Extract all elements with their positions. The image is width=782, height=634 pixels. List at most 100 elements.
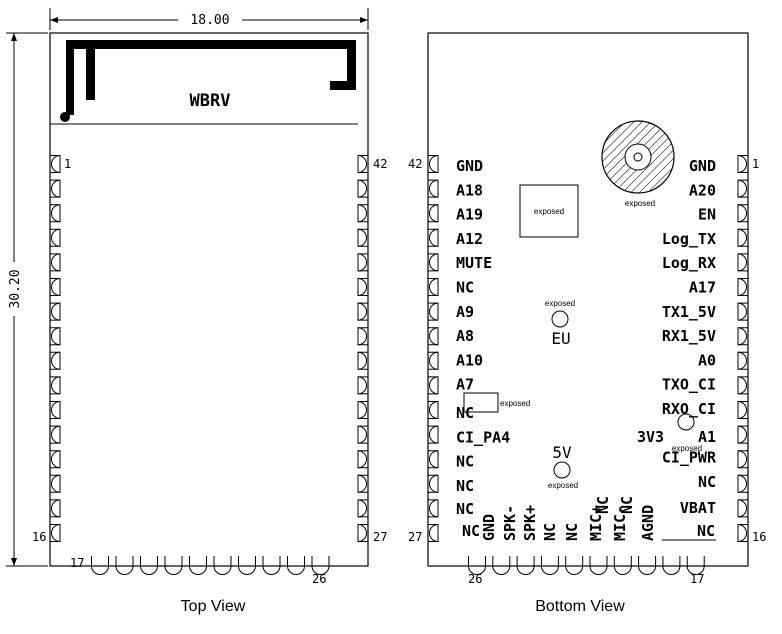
bottom-left-pad bbox=[428, 253, 439, 272]
bottom-left-pad bbox=[428, 228, 439, 247]
pad-5v-exposed-label: exposed bbox=[548, 481, 578, 490]
bottom-row-pads bbox=[468, 556, 705, 575]
bottom-left-pad bbox=[428, 278, 439, 296]
right-pin-label: EN bbox=[698, 206, 716, 224]
bottom-right-pad bbox=[737, 351, 748, 370]
right-pin-label: NC bbox=[698, 473, 716, 491]
top-right-pad bbox=[357, 228, 368, 247]
bottom-pin-label: SPK+ bbox=[521, 505, 539, 541]
bottom-pin-27-number: 27 bbox=[408, 530, 422, 544]
top-right-pad bbox=[357, 450, 368, 469]
antenna-trace bbox=[60, 40, 356, 122]
left-pin-label: NC bbox=[456, 279, 474, 297]
top-right-pad bbox=[357, 302, 368, 321]
bottom-left-pads bbox=[428, 155, 439, 542]
left-pin-label: MUTE bbox=[456, 254, 492, 272]
top-bottom-pad bbox=[213, 556, 232, 575]
top-left-pad bbox=[50, 450, 61, 469]
top-left-pads bbox=[50, 155, 61, 542]
bottom-left-pad bbox=[428, 499, 439, 518]
top-right-pad bbox=[357, 351, 368, 370]
top-bottom-pad bbox=[91, 556, 109, 575]
bottom-row-pad bbox=[468, 556, 486, 575]
bottom-right-pad bbox=[737, 155, 748, 173]
a1-side-pad-exposed-label: exposed bbox=[672, 444, 702, 453]
bottom-row-pad bbox=[613, 556, 632, 575]
bottom-pin-label: NC bbox=[541, 523, 559, 541]
exposed-rect-pad-label: exposed bbox=[534, 207, 564, 216]
right-pin-label: A17 bbox=[689, 279, 716, 297]
top-right-pad bbox=[357, 278, 368, 296]
left-pin-label: NC bbox=[456, 477, 474, 495]
right-pin-label: A1 bbox=[698, 428, 716, 446]
left-pin-label: A18 bbox=[456, 181, 483, 199]
bottom-right-pad bbox=[737, 401, 748, 419]
left-pin-label: NC bbox=[456, 404, 474, 422]
bottom-pin-label: GND bbox=[480, 514, 498, 541]
top-view: 18.00 30.20 WBRV 1 16 42 bbox=[6, 8, 387, 615]
bottom-right-pad bbox=[737, 450, 748, 469]
bottom-right-pad bbox=[737, 253, 748, 272]
left-pin-label: NC bbox=[456, 453, 474, 471]
bottom-pin-17-number: 17 bbox=[690, 572, 704, 586]
exposed-rect-pad bbox=[519, 184, 579, 238]
a1-side-pad bbox=[677, 413, 695, 431]
bottom-row-pad bbox=[540, 556, 559, 575]
bottom-pin-42-number: 42 bbox=[408, 157, 422, 171]
bottom-right-pad bbox=[737, 228, 748, 247]
bottom-pin-label: MIC- bbox=[611, 505, 629, 541]
top-bottom-pad bbox=[164, 556, 183, 575]
top-right-pad bbox=[357, 425, 368, 444]
top-left-pad bbox=[50, 327, 61, 346]
right-pin-label: Log_RX bbox=[662, 254, 716, 272]
bottom-row-pad bbox=[686, 556, 705, 575]
eu-pad bbox=[551, 310, 569, 328]
exposed-small-pad-label: exposed bbox=[500, 399, 530, 408]
bottom-left-labels: GNDA18A19A12MUTENCA9A8A10A7NCCI_PA4NCNCN… bbox=[456, 157, 510, 518]
right-pin-label: RXO_CI bbox=[662, 400, 716, 418]
bottom-right-pad bbox=[737, 278, 748, 296]
bottom-right-pad bbox=[737, 524, 748, 542]
bottom-left-pad bbox=[428, 425, 439, 444]
top-left-pad bbox=[50, 376, 61, 395]
top-left-pad bbox=[50, 401, 61, 419]
top-left-pad bbox=[50, 278, 61, 296]
label-3v3: 3V3 bbox=[637, 428, 664, 446]
pad-5v bbox=[553, 461, 571, 479]
top-right-pad bbox=[357, 376, 368, 395]
right-pin-label: CI_PWR bbox=[662, 449, 717, 467]
height-dimension: 30.20 bbox=[6, 32, 48, 567]
top-module-outline bbox=[49, 32, 369, 567]
top-pin-26-number: 26 bbox=[312, 572, 326, 586]
left-pin-label: A10 bbox=[456, 351, 483, 369]
top-right-pad bbox=[357, 524, 368, 542]
bottom-left-pad bbox=[428, 155, 439, 173]
bottom-pin-label: MIC+ bbox=[587, 505, 605, 541]
left-pin-label: A7 bbox=[456, 376, 474, 394]
top-bottom-pad bbox=[287, 556, 305, 575]
bottom-right-pad bbox=[737, 376, 748, 395]
left-pin-label: A19 bbox=[456, 206, 483, 224]
bottom-left-pad bbox=[428, 401, 439, 419]
top-right-pads bbox=[357, 155, 368, 542]
right-pin-label: A0 bbox=[698, 351, 716, 369]
top-bottom-pad bbox=[262, 556, 281, 575]
bottom-row-pad bbox=[638, 556, 657, 575]
bottom-right-pad bbox=[737, 327, 748, 346]
left-pin-label: CI_PA4 bbox=[456, 428, 510, 446]
bottom-left-pad bbox=[428, 351, 439, 370]
right-pin-label: A20 bbox=[689, 181, 716, 199]
top-left-pad bbox=[50, 499, 61, 518]
top-left-pad bbox=[50, 155, 61, 173]
bottom-pin-label: NC bbox=[563, 523, 581, 541]
width-dimension: 18.00 bbox=[49, 8, 369, 30]
top-pin-17-number: 17 bbox=[70, 556, 84, 570]
bottom-right-pad bbox=[737, 204, 748, 223]
top-left-pad bbox=[50, 524, 61, 542]
top-bottom-pad bbox=[311, 556, 330, 575]
top-right-pad bbox=[357, 499, 368, 518]
top-bottom-pad bbox=[189, 556, 207, 575]
bottom-pin-26-number: 26 bbox=[468, 572, 482, 586]
bottom-pin-1-number: 1 bbox=[752, 157, 759, 171]
